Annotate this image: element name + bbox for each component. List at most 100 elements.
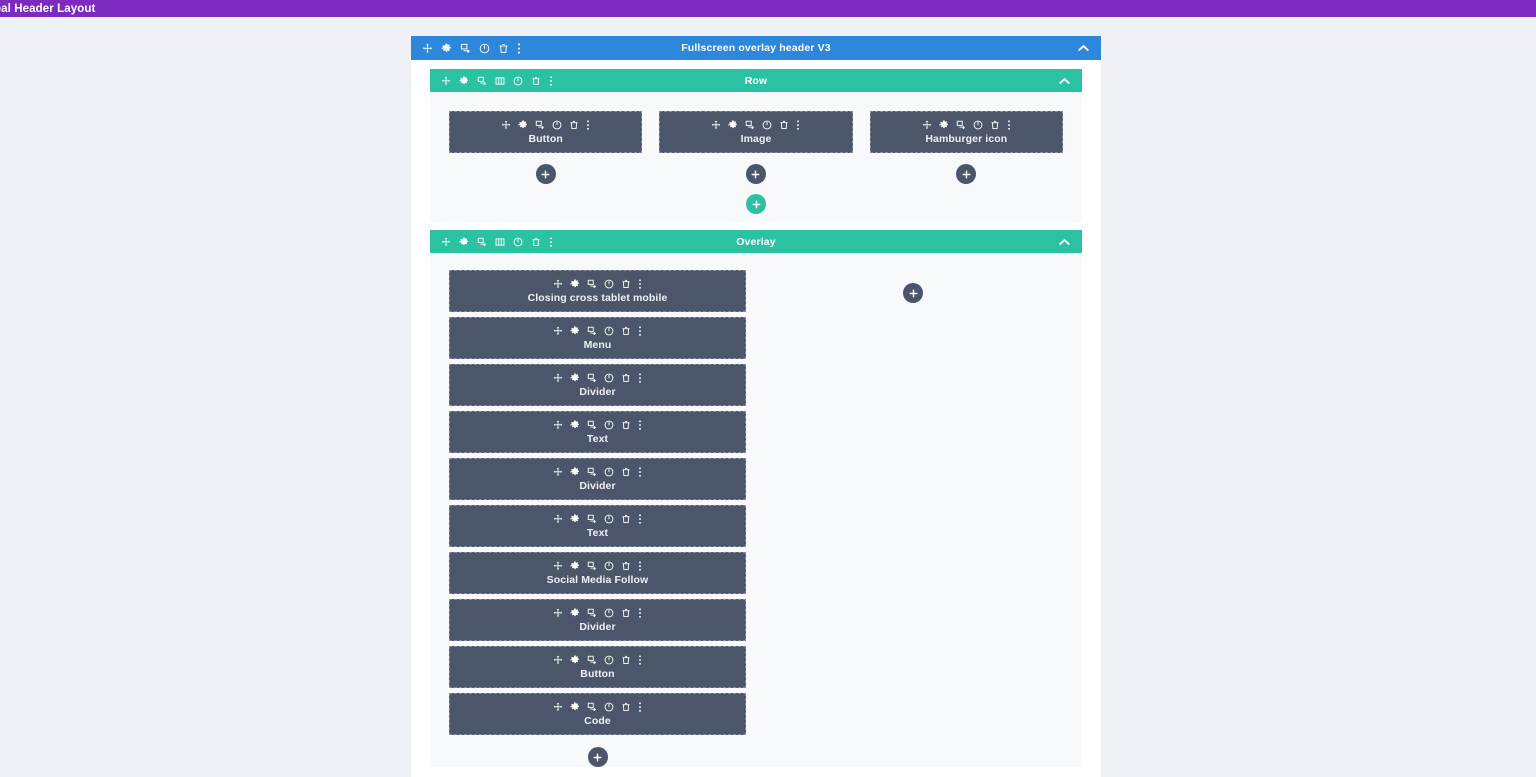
power-icon[interactable]	[604, 467, 614, 477]
gear-icon[interactable]	[570, 608, 580, 618]
duplicate-icon[interactable]	[587, 373, 597, 383]
duplicate-icon[interactable]	[587, 655, 597, 665]
power-icon[interactable]	[604, 514, 614, 524]
more-options-icon[interactable]	[549, 75, 553, 86]
gear-icon[interactable]	[570, 655, 580, 665]
power-icon[interactable]	[479, 43, 490, 54]
power-icon[interactable]	[513, 76, 523, 86]
columns-icon[interactable]	[495, 237, 505, 247]
overlay-collapse-button[interactable]	[1059, 238, 1070, 246]
trash-icon[interactable]	[531, 237, 541, 247]
duplicate-icon[interactable]	[460, 43, 471, 54]
gear-icon[interactable]	[570, 373, 580, 383]
section-toolbar[interactable]: Fullscreen overlay header V3	[411, 36, 1101, 60]
more-options-icon[interactable]	[638, 420, 642, 430]
more-options-icon[interactable]	[638, 608, 642, 618]
row-toolbar[interactable]: Row	[430, 69, 1082, 92]
trash-icon[interactable]	[621, 279, 631, 289]
move-icon[interactable]	[553, 702, 563, 712]
trash-icon[interactable]	[569, 120, 579, 130]
trash-icon[interactable]	[621, 608, 631, 618]
gear-icon[interactable]	[570, 561, 580, 571]
move-icon[interactable]	[922, 120, 932, 130]
add-module-button[interactable]	[745, 164, 766, 184]
module-hamburger-icon[interactable]: Hamburger icon	[869, 111, 1063, 153]
more-options-icon[interactable]	[638, 467, 642, 477]
power-icon[interactable]	[513, 237, 523, 247]
more-options-icon[interactable]	[1007, 120, 1011, 130]
add-row-button[interactable]	[746, 194, 766, 214]
gear-icon[interactable]	[570, 514, 580, 524]
move-icon[interactable]	[422, 43, 433, 54]
power-icon[interactable]	[552, 120, 562, 130]
power-icon[interactable]	[604, 373, 614, 383]
move-icon[interactable]	[553, 561, 563, 571]
move-icon[interactable]	[553, 467, 563, 477]
section-collapse-button[interactable]	[1078, 44, 1089, 52]
trash-icon[interactable]	[621, 420, 631, 430]
row-collapse-button[interactable]	[1059, 77, 1070, 85]
power-icon[interactable]	[604, 561, 614, 571]
gear-icon[interactable]	[459, 236, 469, 247]
duplicate-icon[interactable]	[587, 514, 597, 524]
power-icon[interactable]	[604, 608, 614, 618]
power-icon[interactable]	[604, 655, 614, 665]
move-icon[interactable]	[553, 420, 563, 430]
more-options-icon[interactable]	[638, 326, 642, 336]
trash-icon[interactable]	[531, 76, 541, 86]
duplicate-icon[interactable]	[587, 467, 597, 477]
module-divider[interactable]: Divider	[449, 599, 746, 641]
duplicate-icon[interactable]	[587, 561, 597, 571]
duplicate-icon[interactable]	[587, 279, 597, 289]
move-icon[interactable]	[441, 237, 451, 247]
duplicate-icon[interactable]	[745, 120, 755, 130]
columns-icon[interactable]	[495, 76, 505, 86]
module-menu[interactable]: Menu	[449, 317, 746, 359]
trash-icon[interactable]	[621, 655, 631, 665]
move-icon[interactable]	[553, 326, 563, 336]
more-options-icon[interactable]	[638, 561, 642, 571]
trash-icon[interactable]	[621, 373, 631, 383]
move-icon[interactable]	[553, 608, 563, 618]
add-module-button[interactable]	[903, 283, 923, 303]
add-module-button[interactable]	[587, 747, 608, 767]
gear-icon[interactable]	[728, 120, 738, 130]
gear-icon[interactable]	[518, 120, 528, 130]
module-code[interactable]: Code	[449, 693, 746, 735]
more-options-icon[interactable]	[638, 279, 642, 289]
module-divider[interactable]: Divider	[449, 364, 746, 406]
trash-icon[interactable]	[621, 514, 631, 524]
trash-icon[interactable]	[621, 702, 631, 712]
gear-icon[interactable]	[570, 279, 580, 289]
duplicate-icon[interactable]	[587, 420, 597, 430]
duplicate-icon[interactable]	[477, 76, 487, 86]
gear-icon[interactable]	[570, 467, 580, 477]
gear-icon[interactable]	[459, 75, 469, 86]
module-divider[interactable]: Divider	[449, 458, 746, 500]
duplicate-icon[interactable]	[477, 237, 487, 247]
duplicate-icon[interactable]	[587, 326, 597, 336]
module-social-media-follow[interactable]: Social Media Follow	[449, 552, 746, 594]
power-icon[interactable]	[604, 279, 614, 289]
duplicate-icon[interactable]	[587, 608, 597, 618]
trash-icon[interactable]	[621, 467, 631, 477]
module-button[interactable]: Button	[449, 111, 643, 153]
trash-icon[interactable]	[498, 43, 509, 54]
gear-icon[interactable]	[570, 326, 580, 336]
more-options-icon[interactable]	[638, 655, 642, 665]
module-text[interactable]: Text	[449, 411, 746, 453]
move-icon[interactable]	[441, 76, 451, 86]
move-icon[interactable]	[553, 279, 563, 289]
trash-icon[interactable]	[990, 120, 1000, 130]
gear-icon[interactable]	[441, 42, 452, 54]
module-button[interactable]: Button	[449, 646, 746, 688]
more-options-icon[interactable]	[638, 702, 642, 712]
power-icon[interactable]	[973, 120, 983, 130]
more-options-icon[interactable]	[638, 373, 642, 383]
more-options-icon[interactable]	[638, 514, 642, 524]
trash-icon[interactable]	[779, 120, 789, 130]
trash-icon[interactable]	[621, 561, 631, 571]
module-closing-cross-tablet-mobile[interactable]: Closing cross tablet mobile	[449, 270, 746, 312]
gear-icon[interactable]	[570, 702, 580, 712]
add-module-button[interactable]	[956, 164, 977, 184]
